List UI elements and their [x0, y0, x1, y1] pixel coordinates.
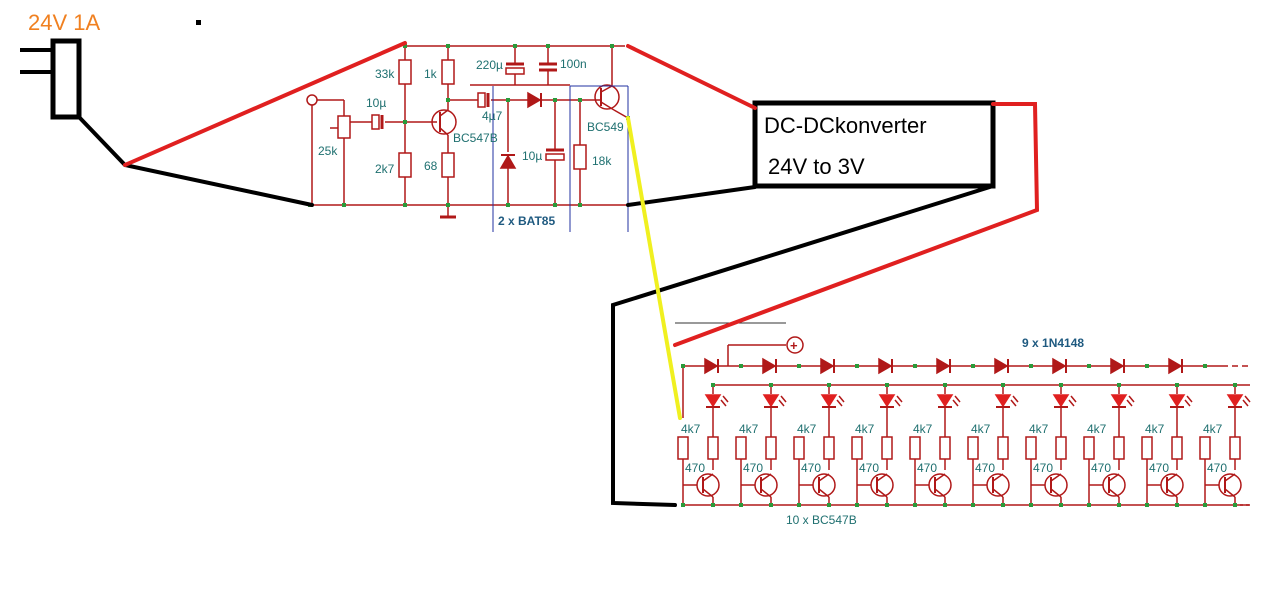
resistor [1229, 436, 1241, 460]
blue-separators [492, 85, 629, 232]
resistor-4k7 [909, 436, 921, 460]
diode-icon [1110, 357, 1125, 375]
converter-title: DC-DCkonverter [764, 113, 927, 138]
pot-25k-label: 25k [318, 144, 338, 158]
led-icon [1110, 394, 1128, 408]
r-top-label: 4k7 [913, 422, 933, 436]
led-bar-circuit: + [675, 322, 1251, 507]
plus-sign: + [790, 338, 798, 353]
c-4u7-label: 4µ7 [482, 109, 503, 123]
r-top-label: 4k7 [855, 422, 875, 436]
led-icon [762, 394, 780, 408]
diodes-label: 2 x BAT85 [498, 214, 555, 228]
r-top-label: 4k7 [739, 422, 759, 436]
r-68-label: 68 [424, 159, 438, 173]
r-top-label: 4k7 [681, 422, 701, 436]
r-bottom-label: 470 [917, 461, 937, 475]
r-bottom-label: 470 [1149, 461, 1169, 475]
resistor [997, 436, 1009, 460]
diode-icon [936, 357, 951, 375]
r-top-label: 4k7 [1145, 422, 1165, 436]
converter-subtitle: 24V to 3V [768, 154, 865, 179]
resistor-4k7 [735, 436, 747, 460]
dot-marker [196, 20, 201, 25]
r-1k-label: 1k [424, 67, 438, 81]
r-2k7-label: 2k7 [375, 162, 395, 176]
diode-icon [820, 357, 835, 375]
power-label: 24V 1A [28, 10, 100, 35]
r-bottom-label: 470 [743, 461, 763, 475]
r-bottom-label: 470 [1207, 461, 1227, 475]
wires [77, 41, 1040, 507]
diode-icon [704, 357, 719, 375]
led-icon [1226, 394, 1244, 408]
r-top-label: 4k7 [797, 422, 817, 436]
led-icon [936, 394, 954, 408]
resistor-4k7 [1141, 436, 1153, 460]
r-bottom-label: 470 [685, 461, 705, 475]
diode-icon [762, 357, 777, 375]
resistor [765, 436, 777, 460]
resistor-4k7 [1083, 436, 1095, 460]
led-icon [1168, 394, 1186, 408]
resistor [707, 436, 719, 460]
r-18k-label: 18k [592, 154, 612, 168]
r-bottom-label: 470 [801, 461, 821, 475]
r-bottom-label: 470 [1033, 461, 1053, 475]
plus-terminal-icon [786, 336, 804, 354]
resistor [1171, 436, 1183, 460]
c-10u-label: 10µ [366, 96, 386, 110]
resistor [1055, 436, 1067, 460]
t1-label: BC547B [453, 131, 498, 145]
led-icon [878, 394, 896, 408]
diode-icon [994, 357, 1009, 375]
r-top-label: 4k7 [1029, 422, 1049, 436]
converter-box [752, 100, 996, 189]
resistor-4k7 [1199, 436, 1211, 460]
diode-icon [1168, 357, 1183, 375]
c-10u-2-label: 10µ [522, 149, 542, 163]
transistors-10-label: 10 x BC547B [786, 513, 857, 527]
c-220u-label: 220µ [476, 58, 503, 72]
resistor [881, 436, 893, 460]
led-icon [994, 394, 1012, 408]
r-top-label: 4k7 [971, 422, 991, 436]
led-icon [704, 394, 722, 408]
diode-icon [878, 357, 893, 375]
r-top-label: 4k7 [1087, 422, 1107, 436]
resistor-4k7 [677, 436, 689, 460]
led-icon [820, 394, 838, 408]
r-bottom-label: 470 [1091, 461, 1111, 475]
r-33k-label: 33k [375, 67, 395, 81]
r-top-label: 4k7 [1203, 422, 1223, 436]
resistor-4k7 [851, 436, 863, 460]
resistor [823, 436, 835, 460]
plug-icon [20, 38, 82, 120]
t2-label: BC549 [587, 120, 624, 134]
resistor-4k7 [793, 436, 805, 460]
diodes-9-label: 9 x 1N4148 [1022, 336, 1084, 350]
resistor-4k7 [1025, 436, 1037, 460]
c-100n-label: 100n [560, 57, 587, 71]
resistor [1113, 436, 1125, 460]
resistor-4k7 [967, 436, 979, 460]
diode-icon [1052, 357, 1067, 375]
r-bottom-label: 470 [975, 461, 995, 475]
resistor [939, 436, 951, 460]
led-icon [1052, 394, 1070, 408]
r-bottom-label: 470 [859, 461, 879, 475]
top-circuit [306, 45, 629, 219]
